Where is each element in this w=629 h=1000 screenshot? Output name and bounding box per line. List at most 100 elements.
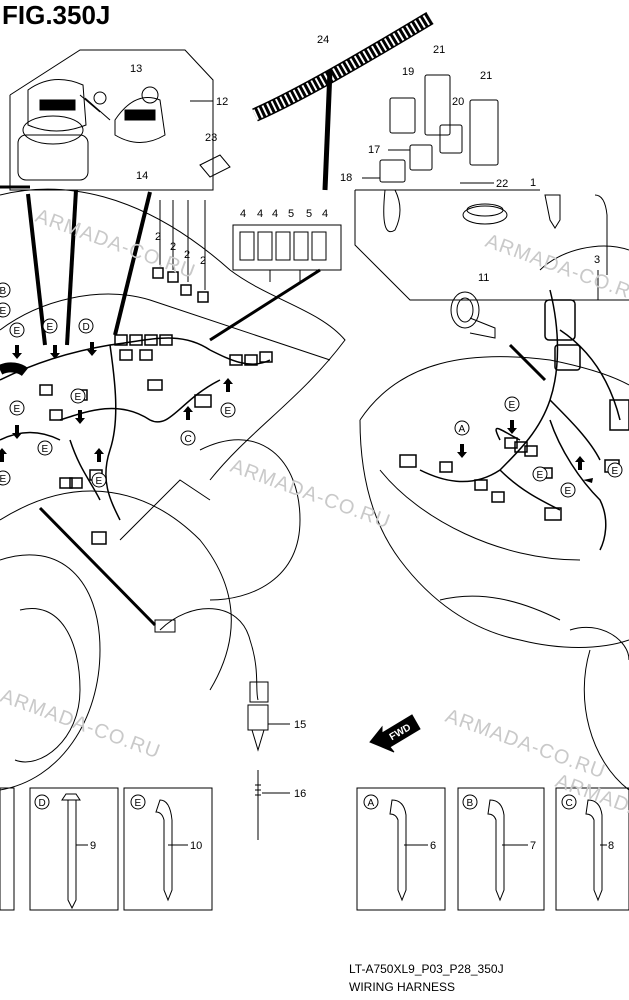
part-17-relay[interactable]	[409, 144, 433, 171]
callout-13: 13	[130, 63, 142, 75]
clamp-marker-a: A	[454, 420, 470, 436]
clamp-marker-e: E	[504, 396, 520, 412]
callout-19: 19	[402, 66, 414, 78]
clamp-marker-b: B	[0, 282, 11, 298]
callout-15: 15	[294, 719, 306, 731]
direction-arrows	[0, 342, 593, 483]
callout-18: 18	[340, 172, 352, 184]
svg-text:C: C	[185, 434, 192, 445]
leader-lines-left	[0, 185, 321, 627]
clamp-marker-e: E	[560, 482, 576, 498]
part-21-relay-right[interactable]	[469, 99, 499, 166]
atv-left-outline	[0, 188, 346, 791]
part-18-relay[interactable]	[379, 159, 406, 183]
part-11-switch[interactable]	[450, 291, 547, 382]
part-19-relay[interactable]	[389, 97, 416, 134]
callout-5: 5	[288, 208, 294, 220]
clamp-marker-e: E	[607, 462, 623, 478]
svg-text:E: E	[225, 406, 232, 417]
callout-2: 2	[200, 255, 206, 267]
callout-22: 22	[496, 178, 508, 190]
callout-21: 21	[433, 44, 445, 56]
part-23-clip[interactable]	[199, 154, 231, 178]
svg-text:E: E	[96, 476, 103, 487]
leader-3b	[594, 194, 608, 275]
svg-text:E: E	[135, 798, 142, 809]
callout-4: 4	[322, 208, 328, 220]
part-24-corrugated-tube[interactable]	[252, 11, 434, 191]
clamp-marker-e: E	[0, 302, 11, 318]
svg-text:E: E	[14, 404, 21, 415]
callout-1: 1	[530, 177, 536, 189]
svg-text:E: E	[537, 470, 544, 481]
connector-block[interactable]	[232, 224, 342, 282]
part-21-relay-left[interactable]	[424, 74, 451, 136]
svg-text:E: E	[565, 486, 572, 497]
callout-20: 20	[452, 96, 464, 108]
harness-left[interactable]	[0, 267, 273, 545]
callout-21: 21	[480, 70, 492, 82]
callout-9: 9	[90, 840, 96, 852]
svg-text:C: C	[566, 798, 573, 809]
callout-12: 12	[216, 96, 228, 108]
key-cover-part[interactable]	[114, 86, 166, 143]
svg-text:E: E	[0, 306, 7, 317]
part-1-fuse[interactable]	[544, 194, 561, 229]
clamp-marker-e: E	[70, 388, 86, 404]
callout-23: 23	[205, 132, 217, 144]
clamp-marker-d: D	[78, 318, 94, 334]
clamp-marker-d-box: D	[34, 794, 50, 810]
relay-fuse-box	[354, 74, 629, 301]
clamp-marker-c: C	[180, 430, 196, 446]
callout-4: 4	[257, 208, 263, 220]
clamp-marker-e: E	[9, 400, 25, 416]
svg-text:E: E	[47, 322, 54, 333]
detail-boxes	[0, 787, 629, 911]
callout-11: 11	[478, 272, 489, 284]
clamp-marker-e-box: E	[130, 794, 146, 810]
callout-2: 2	[155, 231, 161, 243]
callout-8: 8	[608, 840, 614, 852]
callout-6: 6	[430, 840, 436, 852]
clamp-marker-c-box: C	[561, 794, 577, 810]
callout-2: 2	[170, 241, 176, 253]
clamp-drawings[interactable]	[61, 793, 603, 910]
callout-4: 4	[240, 208, 246, 220]
callout-14: 14	[136, 170, 148, 182]
svg-text:A: A	[368, 798, 375, 809]
harness-right[interactable]	[399, 289, 629, 551]
callout-2: 2	[184, 249, 190, 261]
clamp-marker-b-box: B	[462, 794, 478, 810]
clamp-marker-a-box: A	[363, 794, 379, 810]
svg-text:B: B	[0, 286, 7, 297]
svg-text:B: B	[467, 798, 474, 809]
atv-right-outline	[359, 245, 629, 791]
callout-5: 5	[306, 208, 312, 220]
callout-numbers: 1 2 2 2 2 3 4 4 4 4 5 5 6 7 8 9 10 11 12…	[90, 34, 614, 852]
figure-name: WIRING HARNESS	[349, 980, 456, 994]
clamp-marker-e: E	[37, 440, 53, 456]
figure-title: FIG.350J	[2, 0, 111, 30]
svg-text:E: E	[0, 474, 7, 485]
callout-4: 4	[272, 208, 278, 220]
part-16-clip[interactable]	[255, 770, 261, 840]
svg-text:A: A	[459, 424, 466, 435]
part-15-sensor[interactable]	[154, 608, 269, 752]
callout-17: 17	[368, 144, 380, 156]
callout-10: 10	[190, 840, 202, 852]
svg-text:E: E	[42, 444, 49, 455]
callout-3: 3	[594, 254, 600, 266]
svg-text:D: D	[83, 322, 90, 333]
fwd-arrow-icon: FWD	[369, 714, 421, 753]
clamp-marker-e: E	[9, 322, 25, 338]
svg-text:E: E	[14, 326, 21, 337]
figure-code: LT-A750XL9_P03_P28_350J	[349, 962, 504, 976]
svg-text:E: E	[75, 392, 82, 403]
clamp-marker-e: E	[220, 402, 236, 418]
part-22-grommet[interactable]	[462, 205, 508, 225]
ignition-switch-part[interactable]	[17, 79, 111, 181]
part-20-relay[interactable]	[439, 124, 463, 154]
callout-24: 24	[317, 34, 329, 46]
ignition-switch-box	[9, 49, 214, 191]
